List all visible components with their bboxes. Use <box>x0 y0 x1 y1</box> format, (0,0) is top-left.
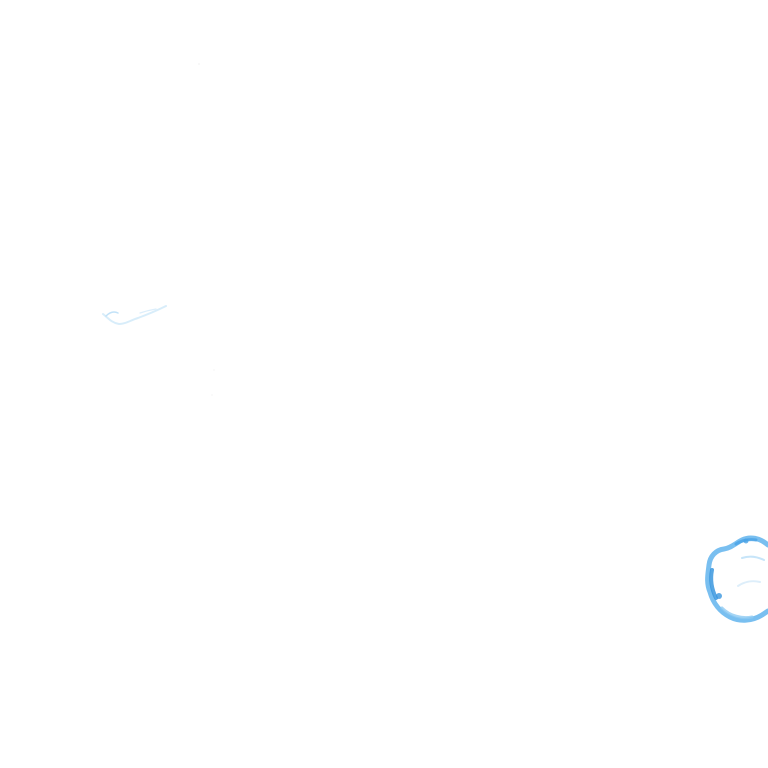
faint-brush-stroke <box>102 305 167 326</box>
blue-ring-blob <box>705 535 768 623</box>
faint-dots <box>198 63 215 396</box>
